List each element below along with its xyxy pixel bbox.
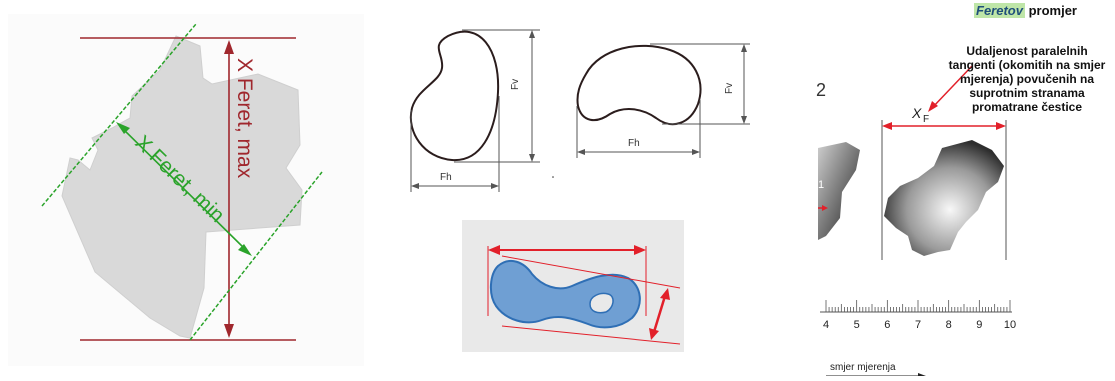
feretov-description-text: Udaljenost paralelnih tangenti (okomitih… bbox=[948, 44, 1106, 114]
fh1-label: Fh bbox=[440, 172, 452, 183]
scale-label: 6 bbox=[884, 319, 890, 331]
pointer-arrow-head bbox=[928, 101, 938, 112]
bean-shape-2 bbox=[576, 44, 702, 126]
xf-arrow-head-left bbox=[882, 122, 892, 130]
scale-labels: 4 5 6 7 8 9 10 bbox=[823, 319, 1016, 331]
pointer-arrow bbox=[931, 65, 973, 109]
blue-min-head-bottom bbox=[649, 328, 659, 340]
blue-lower-tangent bbox=[501, 325, 681, 345]
fh2-head-left bbox=[577, 149, 585, 155]
fh1-head-right bbox=[491, 183, 499, 189]
min-arrow-line bbox=[121, 127, 247, 251]
side-red-head bbox=[822, 205, 828, 211]
scale-label: 7 bbox=[915, 319, 921, 331]
scale-label: 4 bbox=[823, 319, 829, 331]
blue-upper-tangent bbox=[501, 255, 681, 289]
feretov-word: Feretov bbox=[974, 3, 1025, 18]
fh2-label: Fh bbox=[628, 138, 640, 149]
feret-left-svg: X Feret, max X Feret, min bbox=[8, 14, 364, 366]
min-arrow-head-top bbox=[116, 122, 130, 134]
feret-left-diagram: X Feret, max X Feret, min bbox=[0, 0, 372, 376]
feretov-diagram: 2 1 X F 4 5 6 7 8 9 10 smjer mjerenja Feretov … bbox=[800, 0, 1115, 379]
max-arrow-head-top bbox=[224, 40, 234, 54]
gradient-particle bbox=[884, 140, 1004, 256]
min-upper-line bbox=[41, 23, 197, 207]
fv2-label: Fv bbox=[724, 83, 735, 94]
min-arrow-head-bottom bbox=[238, 244, 252, 256]
fv2-head-bottom bbox=[741, 116, 747, 124]
fv-fh-diagram: Fv Fh Fv Fh bbox=[400, 14, 780, 194]
feretov-description: Udaljenost paralelnih tangenti (okomitih… bbox=[942, 44, 1112, 114]
fv1-head-top bbox=[529, 30, 535, 38]
fv-fh-svg: Fv Fh Fv Fh bbox=[409, 29, 750, 192]
scale-label: 8 bbox=[946, 319, 952, 331]
direction-label: smjer mjerenja bbox=[830, 362, 896, 373]
scale-label: 5 bbox=[854, 319, 860, 331]
xf-arrow-head-right bbox=[996, 122, 1006, 130]
partial-label-2: 2 bbox=[816, 80, 826, 100]
max-label: X Feret, max bbox=[233, 58, 256, 179]
fv1-head-bottom bbox=[529, 154, 535, 162]
blue-min-arrow bbox=[652, 295, 667, 333]
xf-subscript: F bbox=[923, 114, 929, 125]
scale-label: 9 bbox=[976, 319, 982, 331]
bean-shape-1 bbox=[409, 30, 500, 162]
cut-particle bbox=[818, 142, 860, 240]
fh1-head-left bbox=[411, 183, 419, 189]
fv1-label: Fv bbox=[510, 79, 521, 90]
xf-label: X bbox=[911, 105, 922, 121]
blue-particle-svg bbox=[462, 220, 684, 352]
blue-particle-hole bbox=[589, 292, 614, 314]
blue-particle-diagram bbox=[462, 220, 684, 352]
blue-min-head-top bbox=[660, 288, 670, 300]
fh2-head-right bbox=[692, 149, 700, 155]
side-label-1: 1 bbox=[818, 179, 824, 191]
blue-arrow-head-left bbox=[488, 245, 500, 255]
max-arrow-head-bottom bbox=[224, 324, 234, 338]
fv2-head-top bbox=[741, 44, 747, 52]
scale-label: 10 bbox=[1004, 319, 1016, 331]
feretov-title: Feretov promjer bbox=[974, 3, 1104, 18]
blue-arrow-head-right bbox=[634, 245, 646, 255]
scale-ticks bbox=[825, 300, 1011, 312]
feretov-title-rest: promjer bbox=[1024, 3, 1077, 18]
stray-dot bbox=[552, 176, 554, 178]
